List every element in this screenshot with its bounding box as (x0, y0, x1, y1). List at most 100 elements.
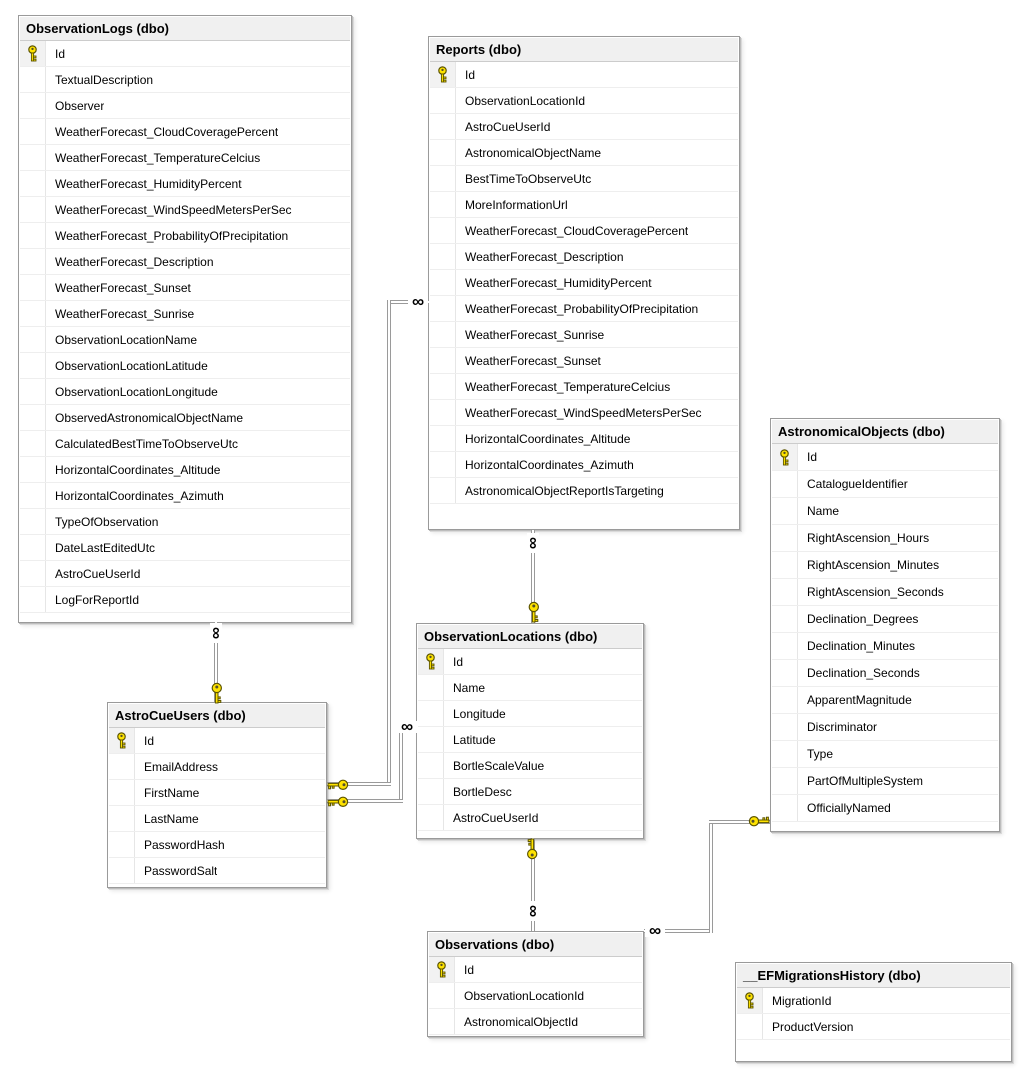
relationship-line-r-obsloc-users[interactable] (399, 725, 403, 803)
table-row[interactable]: WeatherForecast_CloudCoveragePercent (20, 119, 350, 145)
table-row[interactable]: WeatherForecast_CloudCoveragePercent (430, 218, 738, 244)
table-row[interactable]: Discriminator (772, 714, 998, 741)
table-row[interactable]: ObservationLocationName (20, 327, 350, 353)
table-row[interactable]: Name (772, 498, 998, 525)
relationship-line-r-reports-users[interactable] (327, 782, 391, 786)
relationship-line-r-obslogs-users[interactable] (214, 622, 218, 703)
table-row[interactable]: WeatherForecast_Description (430, 244, 738, 270)
table-row[interactable]: AstroCueUserId (418, 805, 642, 831)
table-title[interactable]: ObservationLogs (dbo) (20, 17, 350, 41)
table-row[interactable]: WeatherForecast_Sunrise (20, 301, 350, 327)
table-row[interactable]: WeatherForecast_Sunrise (430, 322, 738, 348)
table-row[interactable]: Id (418, 649, 642, 675)
table-row[interactable]: BestTimeToObserveUtc (430, 166, 738, 192)
table-row[interactable]: Declination_Minutes (772, 633, 998, 660)
column-name: AstroCueUserId (55, 566, 141, 581)
table-row[interactable]: Id (772, 444, 998, 471)
table-row[interactable]: PartOfMultipleSystem (772, 768, 998, 795)
table-row[interactable]: Longitude (418, 701, 642, 727)
relationship-line-r-observations-astobj[interactable] (709, 820, 713, 933)
relationship-line-r-reports-obsloc[interactable] (531, 530, 535, 623)
table-row[interactable]: HorizontalCoordinates_Azimuth (20, 483, 350, 509)
table-row[interactable]: RightAscension_Hours (772, 525, 998, 552)
table-title[interactable]: __EFMigrationsHistory (dbo) (737, 964, 1010, 988)
table-row[interactable]: LogForReportId (20, 587, 350, 613)
table-title[interactable]: Observations (dbo) (429, 933, 642, 957)
table-row[interactable]: Name (418, 675, 642, 701)
table-row[interactable]: CatalogueIdentifier (772, 471, 998, 498)
table-row[interactable]: TextualDescription (20, 67, 350, 93)
table-row[interactable]: DateLastEditedUtc (20, 535, 350, 561)
table-row[interactable]: Type (772, 741, 998, 768)
table-row[interactable]: ApparentMagnitude (772, 687, 998, 714)
table-row[interactable]: WeatherForecast_WindSpeedMetersPerSec (430, 400, 738, 426)
table-row[interactable]: PasswordHash (109, 832, 325, 858)
table-row[interactable]: WeatherForecast_Sunset (430, 348, 738, 374)
relationship-line-r-reports-users[interactable] (387, 300, 391, 786)
table-row[interactable]: BortleScaleValue (418, 753, 642, 779)
table-row[interactable]: EmailAddress (109, 754, 325, 780)
relationship-line-r-observations-astobj[interactable] (709, 820, 770, 824)
table-row[interactable]: AstroCueUserId (430, 114, 738, 140)
table-row[interactable]: TypeOfObservation (20, 509, 350, 535)
table-row[interactable]: WeatherForecast_TemperatureCelcius (20, 145, 350, 171)
table-row[interactable]: Declination_Seconds (772, 660, 998, 687)
table-row[interactable]: WeatherForecast_TemperatureCelcius (430, 374, 738, 400)
table-row[interactable]: AstronomicalObjectReportIsTargeting (430, 478, 738, 504)
row-selector-cell (418, 701, 444, 726)
table-row[interactable]: Id (429, 957, 642, 983)
table-row[interactable]: FirstName (109, 780, 325, 806)
table-row[interactable]: BortleDesc (418, 779, 642, 805)
row-selector-cell (20, 353, 46, 378)
table-title[interactable]: AstronomicalObjects (dbo) (772, 420, 998, 444)
table-row[interactable]: Id (109, 728, 325, 754)
relationship-line-r-observations-obsloc[interactable] (531, 838, 535, 931)
table-row[interactable]: AstronomicalObjectName (430, 140, 738, 166)
column-name: HorizontalCoordinates_Altitude (55, 462, 221, 477)
table-row[interactable]: HorizontalCoordinates_Azimuth (430, 452, 738, 478)
table-row[interactable]: WeatherForecast_Sunset (20, 275, 350, 301)
table-row[interactable]: LastName (109, 806, 325, 832)
table-row[interactable]: ProductVersion (737, 1014, 1010, 1040)
table-row[interactable]: Declination_Degrees (772, 606, 998, 633)
table-row[interactable]: Id (20, 41, 350, 67)
table-row[interactable]: HorizontalCoordinates_Altitude (20, 457, 350, 483)
table-title[interactable]: Reports (dbo) (430, 38, 738, 62)
table-row[interactable]: CalculatedBestTimeToObserveUtc (20, 431, 350, 457)
table-row[interactable]: WeatherForecast_ProbabilityOfPrecipitati… (20, 223, 350, 249)
table-title[interactable]: AstroCueUsers (dbo) (109, 704, 325, 728)
table-row[interactable]: MoreInformationUrl (430, 192, 738, 218)
table-row[interactable]: MigrationId (737, 988, 1010, 1014)
table-row[interactable]: Latitude (418, 727, 642, 753)
table-row[interactable]: Id (430, 62, 738, 88)
relationship-line-r-observations-astobj[interactable] (644, 929, 713, 933)
table-row[interactable]: WeatherForecast_ProbabilityOfPrecipitati… (430, 296, 738, 322)
table-row[interactable]: ObservationLocationLatitude (20, 353, 350, 379)
table-title[interactable]: ObservationLocations (dbo) (418, 625, 642, 649)
table-row[interactable]: PasswordSalt (109, 858, 325, 884)
table-row[interactable]: HorizontalCoordinates_Altitude (430, 426, 738, 452)
table-row[interactable]: WeatherForecast_Description (20, 249, 350, 275)
table-row[interactable]: ObservationLocationLongitude (20, 379, 350, 405)
table-row[interactable]: OfficiallyNamed (772, 795, 998, 822)
relationship-line-r-obsloc-users[interactable] (327, 799, 403, 803)
table-row[interactable]: RightAscension_Seconds (772, 579, 998, 606)
table-row[interactable]: WeatherForecast_WindSpeedMetersPerSec (20, 197, 350, 223)
table-row[interactable]: RightAscension_Minutes (772, 552, 998, 579)
table-row[interactable]: AstronomicalObjectId (429, 1009, 642, 1035)
table-row[interactable]: Observer (20, 93, 350, 119)
table-row[interactable]: WeatherForecast_HumidityPercent (20, 171, 350, 197)
table-row[interactable]: ObservationLocationId (429, 983, 642, 1009)
table-row[interactable]: ObservationLocationId (430, 88, 738, 114)
table-row[interactable]: WeatherForecast_HumidityPercent (430, 270, 738, 296)
table-row[interactable]: ObservedAstronomicalObjectName (20, 405, 350, 431)
table-row[interactable]: AstroCueUserId (20, 561, 350, 587)
